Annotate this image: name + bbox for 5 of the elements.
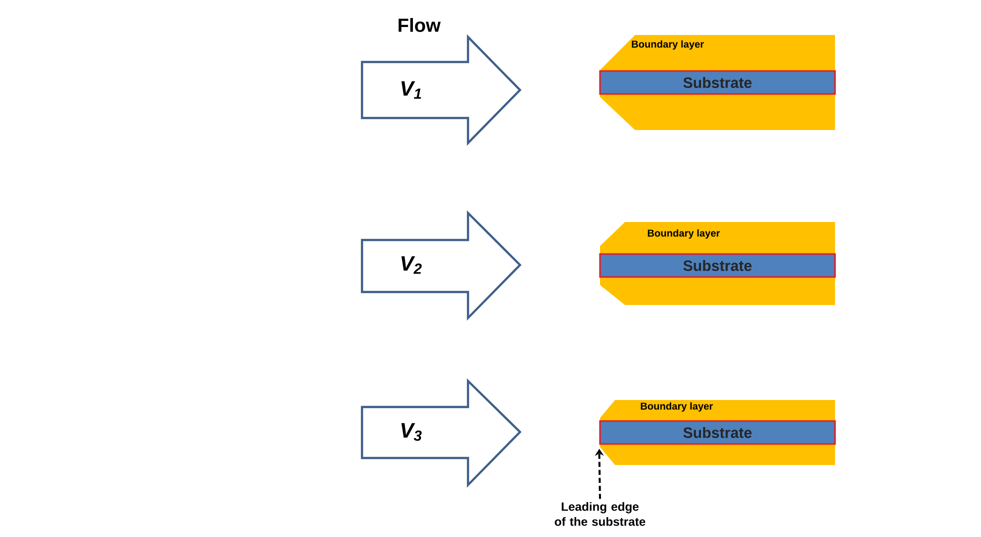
substrate-bar: Substrate: [599, 70, 836, 95]
heading: Flow: [398, 18, 441, 32]
substrate-bar: Substrate: [599, 420, 836, 445]
caption-text: Leading edge of the substrate: [554, 502, 646, 526]
substrate-bar: Substrate: [599, 253, 836, 278]
